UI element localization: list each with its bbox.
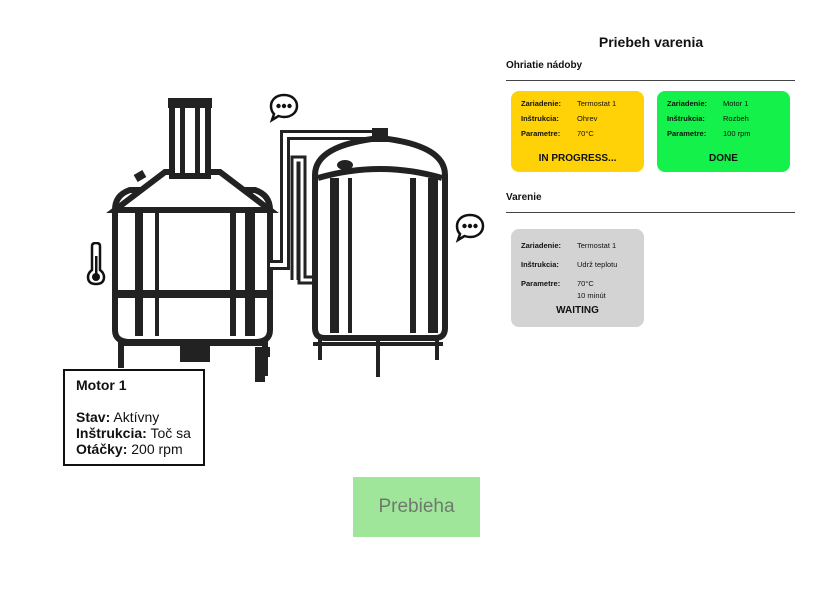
chat-bubble-icon[interactable]	[454, 213, 486, 243]
status-badge: WAITING	[556, 305, 599, 316]
status-badge: DONE	[709, 153, 738, 164]
panel-title: Priebeh varenia	[598, 34, 704, 50]
section-divider	[506, 80, 795, 81]
running-button[interactable]: Prebieha	[353, 477, 480, 537]
step-card-motor-startup[interactable]: Zariadenie:Motor 1 Inštrukcia:Rozbeh Par…	[657, 91, 790, 172]
step-card-thermostat-heating[interactable]: Zariadenie:Termostat 1 Inštrukcia:Ohrev …	[511, 91, 644, 172]
section-title-heating: Ohriatie nádoby	[506, 60, 583, 71]
motor-status-line: Stav: Aktívny	[76, 409, 160, 425]
section-title-boiling: Varenie	[506, 192, 542, 203]
motor-info-popup: Motor 1 Stav: Aktívny Inštrukcia: Toč sa…	[63, 369, 205, 466]
motor-instruction-line: Inštrukcia: Toč sa	[76, 425, 191, 441]
section-divider	[506, 212, 795, 213]
thermometer-icon[interactable]	[86, 242, 106, 286]
motor-title: Motor 1	[76, 377, 127, 393]
status-badge: IN PROGRESS...	[538, 153, 617, 164]
brewery-illustration	[106, 98, 448, 382]
motor-rpm-line: Otáčky: 200 rpm	[76, 441, 183, 457]
chat-bubble-icon[interactable]	[268, 93, 300, 123]
step-card-hold-temperature[interactable]: Zariadenie:Termostat 1 Inštrukcia:Udrž t…	[511, 229, 644, 327]
